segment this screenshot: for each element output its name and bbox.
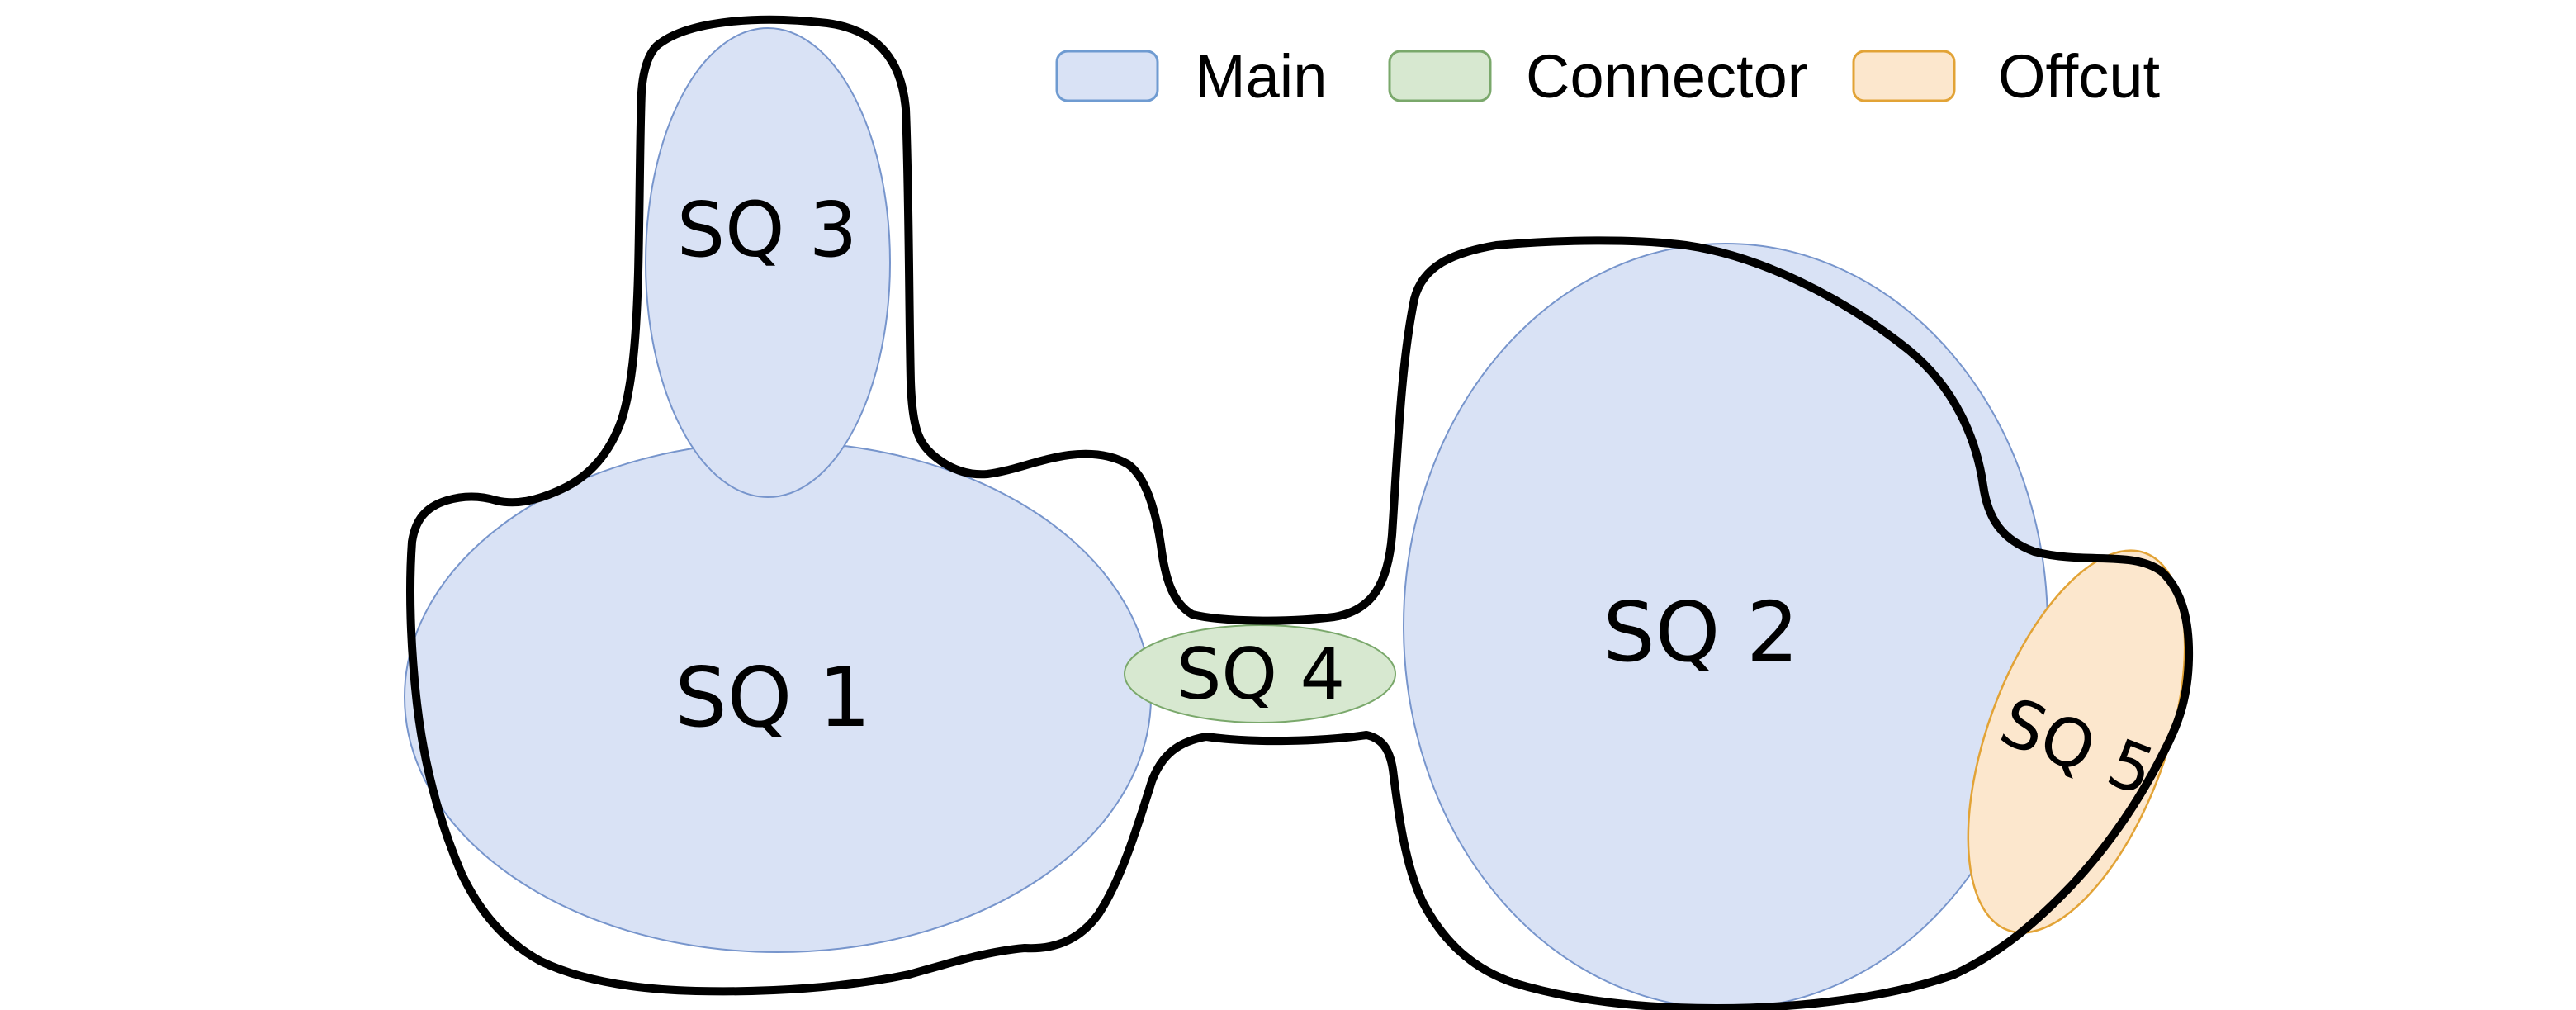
region-sq1-label: SQ 1 — [675, 649, 871, 746]
legend-item-offcut: Offcut — [1852, 42, 2160, 111]
legend-swatch-connector — [1388, 50, 1492, 102]
legend-item-connector: Connector — [1388, 42, 1807, 111]
region-sq4-label: SQ 4 — [1177, 633, 1345, 716]
region-sq3-label: SQ 3 — [677, 186, 858, 274]
legend-label-connector: Connector — [1526, 42, 1807, 111]
legend-item-main: Main — [1055, 42, 1327, 111]
region-sq5-ellipse — [1967, 549, 2186, 934]
legend-label-main: Main — [1195, 42, 1327, 111]
legend-swatch-offcut — [1852, 50, 1956, 102]
legend-swatch-main — [1055, 50, 1159, 102]
legend-label-offcut: Offcut — [1998, 42, 2160, 111]
region-sq3-ellipse — [645, 27, 891, 498]
region-sq2-label: SQ 2 — [1603, 584, 1799, 680]
blob-outline — [406, 15, 2194, 1010]
region-sq4-ellipse — [1124, 624, 1396, 723]
legend: Main Connector Offcut — [1055, 42, 2160, 111]
